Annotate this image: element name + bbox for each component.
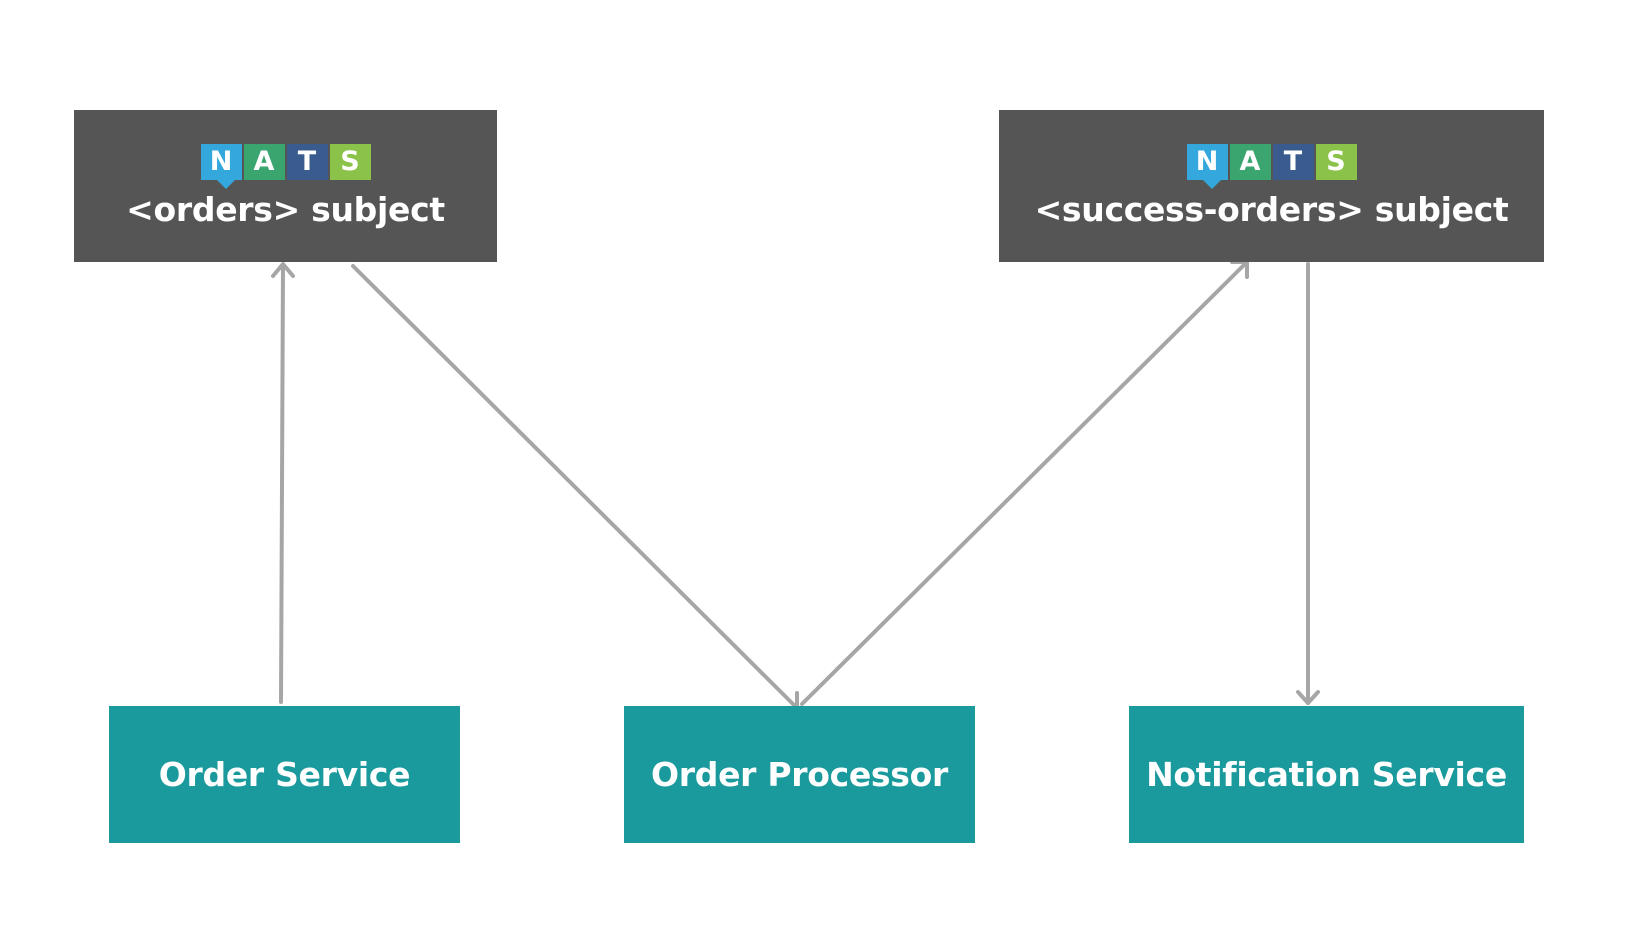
orders-subject-box: N A T S <orders> subject	[74, 110, 497, 262]
notification-service-box: Notification Service	[1129, 706, 1524, 843]
nats-logo-letter-n: N	[1186, 143, 1228, 189]
nats-logo-letter-a: A	[1229, 143, 1271, 180]
nats-logo-letter-t: T	[286, 143, 328, 180]
nats-logo-letter-t: T	[1272, 143, 1314, 180]
nats-logo-letter-n: N	[200, 143, 242, 189]
order-processor-box: Order Processor	[624, 706, 975, 843]
order-service-box: Order Service	[109, 706, 460, 843]
arrow-order-processor-to-success-orders	[800, 260, 1249, 706]
nats-logo-letter-s: S	[1315, 143, 1357, 180]
success-orders-subject-box: N A T S <success-orders> subject	[999, 110, 1544, 262]
order-service-label: Order Service	[158, 755, 411, 794]
notification-service-label: Notification Service	[1146, 755, 1507, 794]
arrow-orders-to-order-processor	[351, 264, 799, 710]
arrow-order-service-to-orders	[271, 262, 295, 704]
nats-logo-letter-s: S	[329, 143, 371, 180]
orders-subject-label: <orders> subject	[126, 189, 445, 229]
arrow-success-orders-to-notification-service	[1296, 262, 1320, 705]
nats-logo: N A T S	[200, 143, 371, 189]
nats-logo: N A T S	[1186, 143, 1357, 189]
nats-logo-letter-a: A	[243, 143, 285, 180]
order-processor-label: Order Processor	[651, 755, 948, 794]
success-orders-subject-label: <success-orders> subject	[1034, 189, 1509, 229]
